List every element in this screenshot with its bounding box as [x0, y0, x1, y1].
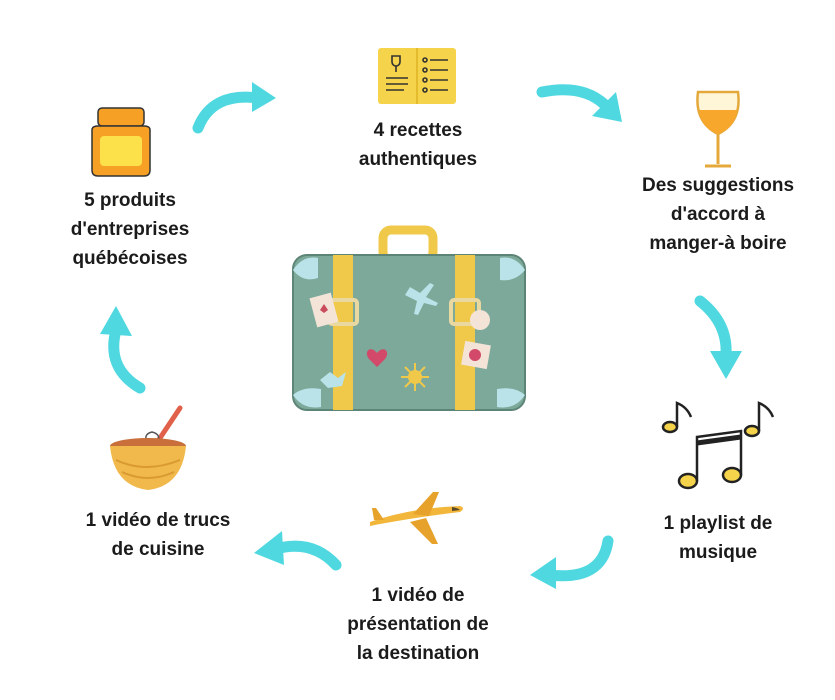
arrow-icon-products-to-recipes: [192, 82, 276, 134]
arrow-icon-playlist-to-destination: [530, 535, 614, 589]
arrow-icon-cooking-to-products: [100, 306, 146, 394]
wine-glass-icon: [696, 90, 740, 168]
mixing-bowl-icon: [110, 405, 186, 490]
arrow-icon-recipes-to-pairings: [536, 84, 622, 122]
arrow-icon-destination-to-cooking: [254, 531, 342, 571]
arrow-icon-pairings-to-playlist: [694, 295, 742, 379]
jar-icon: [91, 107, 151, 177]
airplane-icon: [370, 492, 463, 544]
suitcase-icon: [292, 225, 526, 411]
music-notes-icon: [661, 401, 775, 490]
recipe-card-icon: [378, 48, 456, 104]
